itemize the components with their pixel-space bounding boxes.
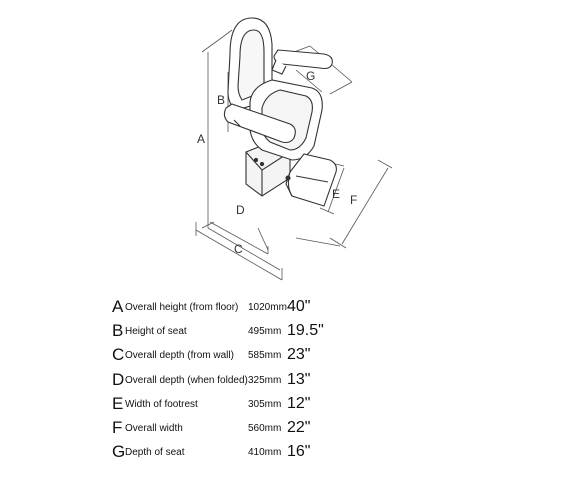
spec-letter: A (112, 297, 124, 316)
spec-row: F Overall width 560mm 22" (112, 417, 442, 441)
spec-inch-value: 12" (287, 394, 311, 412)
spec-row: A Overall height (from floor) 1020mm 40" (112, 296, 442, 320)
spec-inch-value: 16" (287, 443, 311, 461)
spec-letter: E (112, 393, 124, 413)
spec-mm-value: 1020mm (248, 302, 287, 313)
spec-letter: C (112, 345, 125, 365)
spec-row: E Width of footrest 305mm 12" (112, 393, 442, 417)
spec-label: Overall width (125, 422, 183, 434)
spec-label: Overall height (from floor) (125, 302, 239, 313)
spec-row: B Height of seat 495mm 19.5" (112, 320, 442, 344)
spec-mm-value: 560mm (248, 422, 282, 434)
spec-letter: F (112, 417, 123, 437)
spec-label: Overall depth (when folded) (125, 374, 248, 386)
spec-mm-value: 410mm (248, 447, 282, 459)
spec-label: Overall depth (from wall) (125, 350, 234, 362)
spec-letter: G (112, 442, 126, 462)
dimension-label-e: E (332, 187, 340, 201)
stairlift-diagram: A B C D E F G (195, 17, 393, 281)
spec-inch-value: 40" (287, 298, 311, 315)
spec-row: D Overall depth (when folded) 325mm 13" (112, 369, 442, 393)
dimension-label-c: C (234, 242, 243, 256)
spec-row: C Overall depth (from wall) 585mm 23" (112, 344, 442, 368)
dimension-label-b: B (217, 93, 225, 107)
dimension-label-f: F (350, 193, 357, 207)
spec-inch-value: 23" (287, 346, 311, 364)
dimension-label-d: D (236, 203, 245, 217)
spec-mm-value: 325mm (248, 374, 282, 386)
spec-mm-value: 585mm (248, 350, 282, 362)
spec-label: Depth of seat (125, 447, 185, 459)
spec-letter: D (112, 369, 125, 389)
specifications-table: A Overall height (from floor) 1020mm 40"… (112, 296, 442, 465)
dimension-label-a: A (197, 132, 205, 146)
spec-inch-value: 19.5" (287, 322, 324, 340)
spec-row: G Depth of seat 410mm 16" (112, 441, 442, 465)
spec-inch-value: 13" (287, 370, 311, 388)
spec-label: Height of seat (125, 326, 187, 338)
stairlift-chair (223, 17, 337, 207)
spec-letter: B (112, 321, 124, 341)
spec-mm-value: 495mm (248, 326, 282, 338)
spec-label: Width of footrest (125, 398, 198, 410)
spec-mm-value: 305mm (248, 398, 282, 410)
spec-inch-value: 22" (287, 418, 311, 436)
dimension-label-g: G (306, 69, 315, 83)
